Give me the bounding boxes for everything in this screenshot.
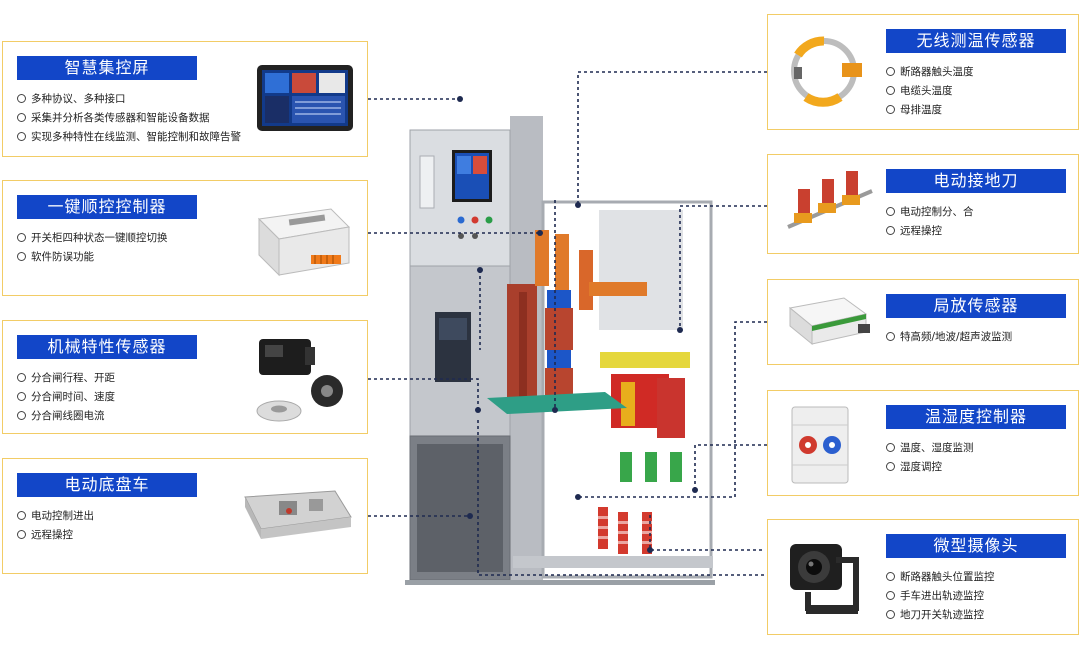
feature-list: 分合闸行程、开距 分合闸时间、速度 分合闸线圈电流: [17, 369, 115, 426]
panel-pd-sensor: 局放传感器 特高频/地波/超声波监测: [767, 279, 1079, 365]
panel-title: 温湿度控制器: [886, 405, 1066, 429]
feature-list: 断路器触头位置监控 手车进出轨迹监控 地刀开关轨迹监控: [886, 568, 995, 625]
feature-list: 多种协议、多种接口 采集并分析各类传感器和智能设备数据 实现多种特性在线监测、智…: [17, 90, 241, 147]
list-item: 湿度调控: [886, 458, 974, 477]
list-item: 软件防误功能: [17, 248, 168, 267]
list-item: 分合闸线圈电流: [17, 407, 115, 426]
controller-box-icon: [257, 208, 351, 277]
panel-earth-switch: 电动接地刀 电动控制分、合 远程操控: [767, 154, 1079, 254]
pd-sensor-icon: [788, 297, 870, 346]
tablet-screen-icon: [257, 65, 353, 131]
list-item: 特高频/地波/超声波监测: [886, 328, 1012, 347]
panel-title: 机械特性传感器: [17, 335, 197, 359]
list-item: 电动控制进出: [17, 507, 94, 526]
feature-list: 特高频/地波/超声波监测: [886, 328, 1012, 347]
list-item: 分合闸时间、速度: [17, 388, 115, 407]
list-item: 实现多种特性在线监测、智能控制和故障告警: [17, 128, 241, 147]
switchgear-cabinet-icon: [405, 116, 715, 585]
panel-title: 一键顺控控制器: [17, 195, 197, 219]
list-item: 远程操控: [17, 526, 94, 545]
list-item: 断路器触头位置监控: [886, 568, 995, 587]
list-item: 温度、湿度监测: [886, 439, 974, 458]
panel-title: 电动接地刀: [886, 169, 1066, 193]
list-item: 分合闸行程、开距: [17, 369, 115, 388]
camera-icon: [790, 544, 859, 614]
list-item: 手车进出轨迹监控: [886, 587, 995, 606]
list-item: 多种协议、多种接口: [17, 90, 241, 109]
panel-chassis: 电动底盘车 电动控制进出 远程操控: [2, 458, 368, 574]
list-item: 断路器触头温度: [886, 63, 974, 82]
panel-smart-screen: 智慧集控屏 多种协议、多种接口 采集并分析各类传感器和智能设备数据 实现多种特性…: [2, 41, 368, 157]
thermostat-icon: [791, 406, 849, 484]
list-item: 采集并分析各类传感器和智能设备数据: [17, 109, 241, 128]
panel-title: 无线测温传感器: [886, 29, 1066, 53]
feature-list: 断路器触头温度 电缆头温度 母排温度: [886, 63, 974, 120]
feature-list: 电动控制分、合 远程操控: [886, 203, 974, 241]
panel-one-key: 一键顺控控制器 开关柜四种状态一键顺控切换 软件防误功能: [2, 180, 368, 296]
panel-mech-sensor: 机械特性传感器 分合闸行程、开距 分合闸时间、速度 分合闸线圈电流: [2, 320, 368, 434]
panel-camera: 微型摄像头 断路器触头位置监控 手车进出轨迹监控 地刀开关轨迹监控: [767, 519, 1079, 635]
chassis-truck-icon: [244, 490, 352, 539]
feature-list: 开关柜四种状态一键顺控切换 软件防误功能: [17, 229, 168, 267]
panel-title: 局放传感器: [886, 294, 1066, 318]
list-item: 电缆头温度: [886, 82, 974, 101]
earthing-switch-icon: [787, 171, 873, 229]
list-item: 电动控制分、合: [886, 203, 974, 222]
panel-title: 微型摄像头: [886, 534, 1066, 558]
temp-ring-icon: [791, 36, 862, 107]
panel-title: 电动底盘车: [17, 473, 197, 497]
list-item: 开关柜四种状态一键顺控切换: [17, 229, 168, 248]
mech-sensor-icon: [256, 339, 343, 422]
feature-list: 电动控制进出 远程操控: [17, 507, 94, 545]
feature-list: 温度、湿度监测 湿度调控: [886, 439, 974, 477]
list-item: 地刀开关轨迹监控: [886, 606, 995, 625]
panel-humidity: 温湿度控制器 温度、湿度监测 湿度调控: [767, 390, 1079, 496]
panel-wireless-temp: 无线测温传感器 断路器触头温度 电缆头温度 母排温度: [767, 14, 1079, 130]
list-item: 远程操控: [886, 222, 974, 241]
list-item: 母排温度: [886, 101, 974, 120]
panel-title: 智慧集控屏: [17, 56, 197, 80]
